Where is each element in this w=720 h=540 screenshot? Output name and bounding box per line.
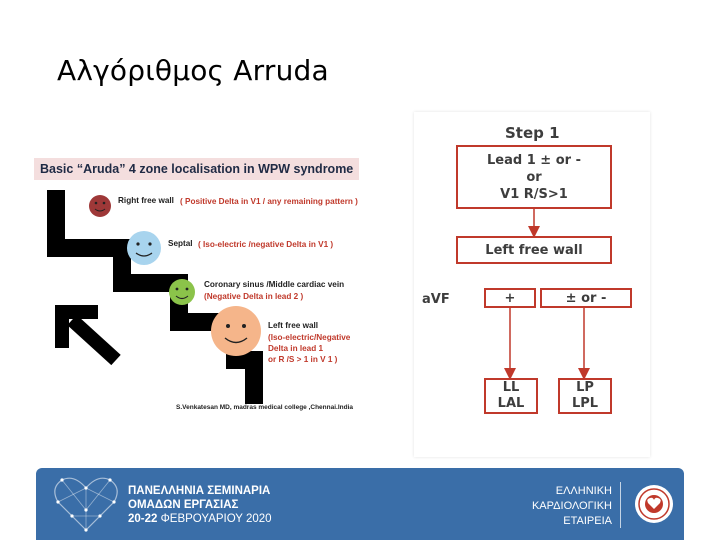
- face-right-free-wall-icon: [89, 195, 111, 217]
- zone-detail-coronary-sinus: (Negative Delta in lead 2 ): [204, 292, 304, 301]
- society-seal-icon: [635, 485, 673, 523]
- flowchart-connectors: [504, 209, 590, 380]
- heart-network-logo-icon: [54, 477, 118, 532]
- zone-label-coronary-sinus: Coronary sinus /Middle cardiac vein: [204, 280, 345, 289]
- criteria-line: or: [526, 169, 542, 185]
- zone-detail-right-free-wall: ( Positive Delta in V1 / any remaining p…: [180, 197, 358, 206]
- zone-detail-line: Delta in lead 1: [268, 344, 324, 353]
- society-name-line: ΕΛΛΗΝΙΚΗ: [555, 485, 612, 497]
- criteria-line: V1 R/S>1: [500, 186, 568, 202]
- up-left-arrow-icon: [55, 305, 121, 366]
- figure-heading: Basic “Aruda” 4 zone localisation in WPW…: [34, 158, 360, 180]
- zone-detail-left-free-wall: (Iso-electric/Negative Delta in lead 1 o…: [268, 332, 350, 365]
- footer-title-line1: ΠΑΝΕΛΛΗΝΙΑ ΣΕΜΙΝΑΡΙΑ: [128, 485, 271, 497]
- footer-dates-days: 20-22: [128, 513, 158, 525]
- step1-criteria-box: Lead 1 ± or - or V1 R/S>1: [456, 145, 612, 209]
- face-septal-icon: [127, 231, 161, 265]
- lp-lpl-box: LP LPL: [558, 378, 612, 414]
- outcome-line: LPL: [571, 396, 599, 411]
- zone-label-left-free-wall: Left free wall: [268, 321, 319, 330]
- avf-label: aVF: [422, 292, 450, 307]
- step-label: Step 1: [505, 124, 560, 142]
- footer-dates: 20-22 ΦΕΒΡΟΥΑΡΙΟΥ 2020: [128, 513, 272, 525]
- society-name-line: ΚΑΡΔΙΟΛΟΓΙΚΗ: [531, 500, 612, 512]
- slide-title: Αλγόριθμος Arruda: [57, 54, 329, 87]
- zone-detail-septal: ( Iso-electric /negative Delta in V1 ): [198, 240, 334, 249]
- face-left-free-wall-icon: [211, 306, 261, 356]
- zone-label-septal: Septal: [168, 239, 193, 248]
- outcome-line: LP: [576, 380, 594, 395]
- zone-detail-line: or R /S > 1 in V 1 ): [268, 355, 338, 364]
- left-free-wall-box: Left free wall: [456, 236, 612, 264]
- zone-detail-line: (Iso-electric/Negative: [268, 333, 351, 342]
- society-name-line: ΕΤΑΙΡΕΙΑ: [563, 515, 612, 527]
- society-name: ΕΛΛΗΝΙΚΗ ΚΑΡΔΙΟΛΟΓΙΚΗ ΕΤΑΙΡΕΙΑ: [532, 484, 612, 529]
- figure-credit: S.Venkatesan MD, madras medical college …: [176, 404, 354, 411]
- staircase-graphic: [47, 190, 263, 404]
- footer-divider: [620, 482, 621, 528]
- avf-negative-box: ± or -: [540, 288, 632, 308]
- face-coronary-sinus-icon: [169, 279, 195, 305]
- criteria-line: Lead 1 ± or -: [487, 152, 581, 168]
- avf-positive-box: +: [484, 288, 536, 308]
- arruda-flowchart: Step 1 Lead 1 ± or - or V1 R/S>1 Left fr…: [414, 112, 650, 457]
- footer-banner: ΠΑΝΕΛΛΗΝΙΑ ΣΕΜΙΝΑΡΙΑ ΟΜΑΔΩΝ ΕΡΓΑΣΙΑΣ 20-…: [36, 468, 684, 540]
- footer-dates-month: ΦΕΒΡΟΥΑΡΙΟΥ 2020: [157, 513, 272, 525]
- zone-label-right-free-wall: Right free wall: [118, 196, 174, 205]
- outcome-line: LAL: [497, 396, 525, 411]
- footer-title-line2: ΟΜΑΔΩΝ ΕΡΓΑΣΙΑΣ: [128, 499, 239, 511]
- wpw-zone-figure: Basic “Aruda” 4 zone localisation in WPW…: [34, 150, 364, 420]
- outcome-line: LL: [502, 380, 520, 395]
- ll-lal-box: LL LAL: [484, 378, 538, 414]
